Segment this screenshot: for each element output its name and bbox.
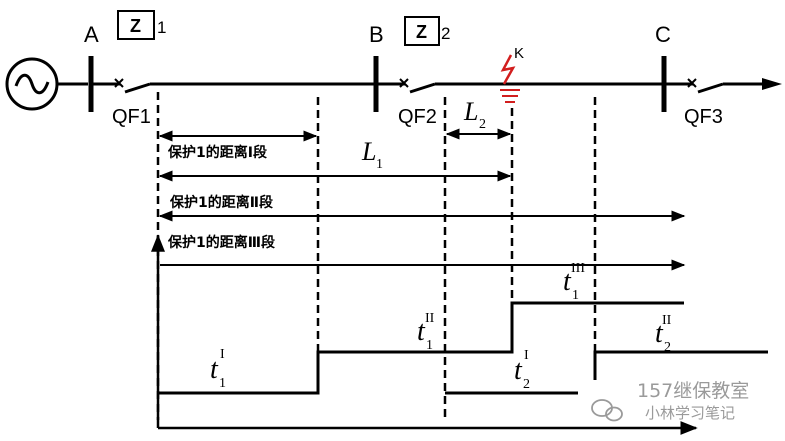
time-t2-zone2: t 2 II — [655, 313, 672, 355]
svg-text:t: t — [210, 354, 219, 385]
step-protection-2-zone2 — [593, 350, 768, 380]
svg-text:1: 1 — [219, 376, 226, 391]
svg-text:t: t — [655, 318, 664, 349]
wechat-icon — [591, 399, 623, 422]
svg-text:1: 1 — [376, 157, 383, 172]
watermark-line1: 157继保教室 — [637, 380, 749, 402]
zone2-label: 保护1的距离Ⅱ段 — [169, 194, 273, 211]
relay-2-number: 2 — [441, 24, 450, 43]
svg-text:2: 2 — [479, 117, 486, 132]
breaker-qf2-label: QF2 — [398, 106, 437, 128]
svg-text:t: t — [514, 355, 523, 386]
relay-2: Z 2 — [404, 16, 450, 46]
svg-text:L: L — [463, 97, 478, 126]
relay-2-symbol: Z — [416, 22, 427, 42]
zone3-label: 保护1的距离Ⅲ段 — [167, 234, 275, 251]
fault-k — [500, 54, 520, 103]
svg-text:II: II — [662, 313, 672, 328]
svg-text:t: t — [417, 316, 426, 347]
step-protection-1 — [158, 301, 684, 395]
relay-1: Z 1 — [117, 10, 166, 40]
svg-text:L: L — [361, 137, 376, 166]
relay-1-number: 1 — [157, 18, 166, 37]
line-out-arrow — [762, 78, 782, 90]
svg-text:I: I — [220, 347, 225, 362]
breaker-qf3 — [687, 78, 724, 94]
time-t1-zone3: t 1 III — [563, 261, 585, 303]
breaker-qf3-label: QF3 — [684, 106, 723, 128]
time-t2-zone1: t 2 I — [514, 348, 530, 392]
bus-b-label: B — [369, 22, 384, 47]
breaker-qf1-label: QF1 — [112, 106, 151, 128]
generator-symbol — [5, 57, 59, 111]
length-l1-label: L 1 — [361, 137, 383, 172]
svg-text:II: II — [425, 311, 435, 326]
watermark-line2: 小林学习笔记 — [645, 404, 735, 422]
svg-text:2: 2 — [664, 340, 671, 355]
svg-text:1: 1 — [426, 338, 433, 353]
bus-c-label: C — [655, 22, 671, 47]
time-t1-zone2: t 1 II — [417, 311, 435, 353]
svg-text:1: 1 — [572, 288, 579, 303]
watermark: 157继保教室 小林学习笔记 — [591, 380, 749, 422]
bus-a-label: A — [84, 22, 99, 47]
zone1-label: 保护1的距离Ⅰ段 — [167, 144, 267, 161]
fault-k-label: K — [514, 45, 524, 62]
svg-text:III: III — [571, 261, 585, 276]
svg-text:2: 2 — [523, 377, 530, 392]
time-t1-zone1: t 1 I — [210, 347, 226, 391]
svg-text:t: t — [563, 266, 572, 297]
relay-1-symbol: Z — [130, 16, 141, 36]
svg-text:I: I — [524, 348, 529, 363]
length-l2-label: L 2 — [463, 97, 486, 132]
breaker-qf2 — [399, 78, 436, 94]
breaker-qf1 — [114, 78, 151, 94]
